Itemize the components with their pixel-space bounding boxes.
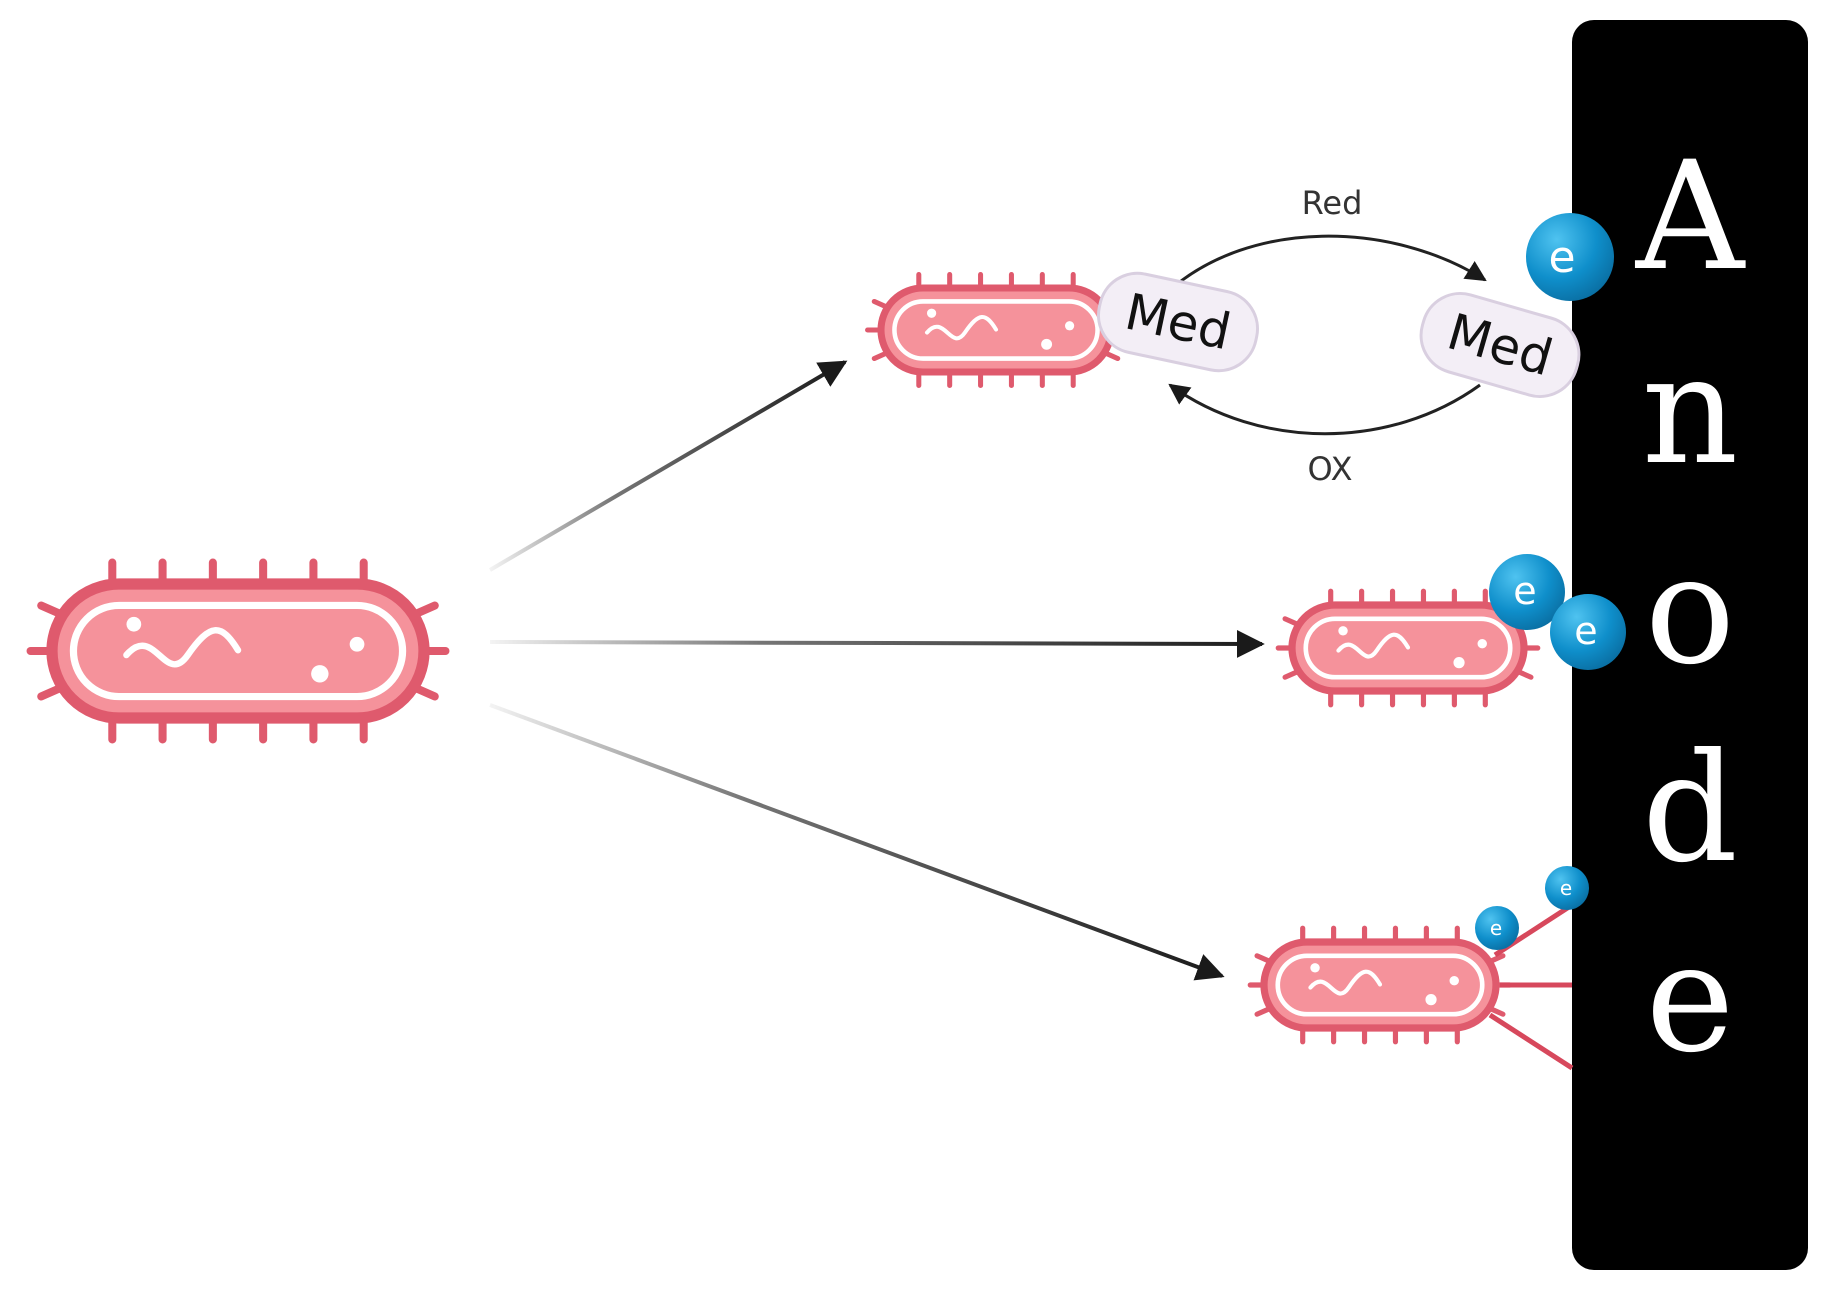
nanowire-bacterium bbox=[1247, 925, 1513, 1045]
reduction-arc bbox=[1169, 234, 1487, 292]
bacterium-granule bbox=[126, 616, 142, 632]
arrow-to-mediated-transfer bbox=[488, 360, 848, 572]
anode: A n o d e bbox=[1572, 20, 1808, 1270]
electron-direct-2-symbol: e bbox=[1574, 609, 1597, 653]
arrow-to-direct-transfer bbox=[489, 629, 1265, 658]
electron-direct-1-symbol: e bbox=[1513, 569, 1536, 613]
bacterium-dna bbox=[924, 315, 999, 341]
arrow-to-nanowire-transfer bbox=[489, 703, 1225, 981]
electron-mediated-ball bbox=[1526, 213, 1614, 301]
anode-letter-d: d bbox=[1642, 722, 1738, 896]
ox-label: OX bbox=[1307, 450, 1352, 488]
electron-nanowire-1: e bbox=[1475, 906, 1519, 950]
mediated-transfer-bacterium bbox=[865, 272, 1127, 388]
bacterium-dna bbox=[123, 627, 242, 668]
red-label: Red bbox=[1302, 184, 1363, 222]
anode-letter-o: o bbox=[1645, 524, 1735, 698]
bacterium-granule bbox=[1310, 963, 1320, 973]
anode-letter-n: n bbox=[1642, 324, 1739, 498]
oxidation-arc bbox=[1168, 383, 1481, 436]
bacterium-granule bbox=[1453, 657, 1465, 669]
electron-mediated-symbol: e bbox=[1548, 232, 1575, 283]
electron-direct-2-ball bbox=[1550, 594, 1626, 670]
bacterium-membrane bbox=[1303, 616, 1513, 680]
electron-nanowire-2-symbol: e bbox=[1560, 876, 1572, 900]
bacterium-membrane bbox=[1275, 953, 1485, 1017]
bacterium-granule bbox=[1041, 338, 1053, 350]
bacterium-dna bbox=[1336, 632, 1411, 659]
bacterium-membrane bbox=[69, 601, 407, 701]
electron-nanowire-2-ball bbox=[1545, 866, 1589, 910]
bacterium-granule bbox=[349, 636, 365, 652]
bacterium-granule bbox=[311, 665, 329, 683]
pathway-arrows bbox=[488, 360, 1265, 981]
nanowire-lower bbox=[1488, 1012, 1574, 1071]
bacterium-granule bbox=[926, 308, 937, 318]
bacterium-membrane bbox=[892, 299, 1100, 361]
mediator-right: Med bbox=[1419, 292, 1581, 398]
direct-transfer-bacterium bbox=[1275, 588, 1541, 708]
bacterium-granule bbox=[1449, 975, 1459, 986]
anode-plate bbox=[1572, 20, 1808, 1270]
mediator-right-pill bbox=[1419, 292, 1581, 398]
anode-letter-a: A bbox=[1635, 130, 1746, 304]
electron-direct-2: e bbox=[1550, 594, 1626, 670]
electron-nanowire-1-symbol: e bbox=[1490, 916, 1502, 940]
electron-mediated: e bbox=[1526, 213, 1614, 301]
source-bacterium bbox=[26, 558, 450, 744]
redox-cycle: Red OX bbox=[1168, 184, 1487, 488]
bacterium-dna bbox=[1308, 969, 1383, 996]
mediator-left: Med bbox=[1097, 271, 1259, 373]
electron-direct-1-ball bbox=[1489, 554, 1565, 630]
bacterium-granule bbox=[1064, 321, 1075, 331]
bacterium-granule bbox=[1338, 626, 1348, 636]
anode-letter-e: e bbox=[1646, 912, 1735, 1086]
electron-nanowire-2: e bbox=[1545, 866, 1589, 910]
bacterium-granule bbox=[1477, 638, 1487, 649]
mediator-left-pill bbox=[1097, 271, 1259, 373]
electron-nanowire-1-ball bbox=[1475, 906, 1519, 950]
electron-direct-1: e bbox=[1489, 554, 1565, 630]
bacterium-granule bbox=[1425, 994, 1437, 1006]
